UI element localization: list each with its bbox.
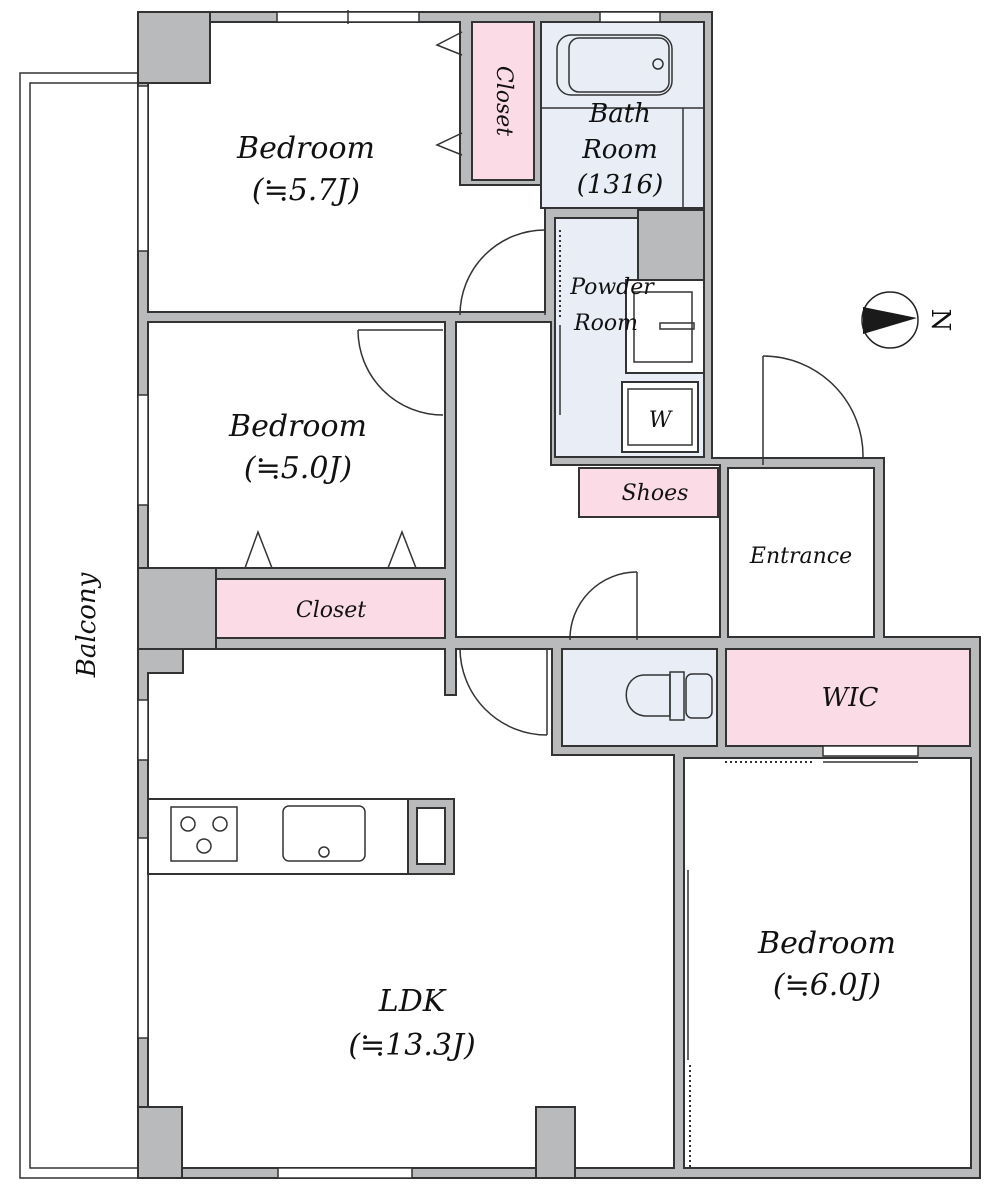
closet-1-doors[interactable] xyxy=(435,31,463,156)
shoes-cabinet: Shoes xyxy=(578,467,719,518)
bath-label-3: (1316) xyxy=(577,170,663,200)
shoes-label: Shoes xyxy=(622,481,689,506)
entrance-label: Entrance xyxy=(749,544,852,569)
door-bedroom-1[interactable] xyxy=(459,229,546,316)
walk-in-closet: WIC xyxy=(725,648,971,747)
compass-north-label: N xyxy=(925,309,955,332)
bath-label-1: Bath xyxy=(588,99,651,129)
window-bed1 xyxy=(137,85,149,252)
ldk-size: (≒13.3J) xyxy=(348,1028,475,1063)
bedroom-2 xyxy=(147,321,446,569)
sink-icon xyxy=(282,805,366,862)
stove-icon xyxy=(170,806,238,862)
window-ldk-bottom xyxy=(277,1167,413,1179)
closet-1-label: Closet xyxy=(491,66,516,136)
wic-label: WIC xyxy=(822,683,879,713)
ldk-name: LDK xyxy=(378,984,447,1019)
window-bath xyxy=(599,11,661,23)
window-bed2 xyxy=(137,394,149,506)
bath-label-2: Room xyxy=(581,135,658,165)
toilet-icon xyxy=(625,674,671,717)
bedroom-3-room xyxy=(683,757,972,1169)
bedroom-3-size: (≒6.0J) xyxy=(773,968,881,1003)
bedroom-1-name: Bedroom xyxy=(236,131,375,166)
north-compass-icon: N xyxy=(861,291,955,349)
closet-2-label: Closet xyxy=(296,598,366,623)
washer-space: W xyxy=(621,381,699,453)
door-entrance[interactable] xyxy=(762,355,864,465)
window-ldk-2 xyxy=(137,837,149,1039)
entrance-room xyxy=(727,467,875,638)
washer-label: W xyxy=(649,408,674,433)
window-ldk-1 xyxy=(137,699,149,761)
bedroom-2-size: (≒5.0J) xyxy=(244,451,352,486)
balcony: Balcony xyxy=(19,72,141,1179)
bathtub xyxy=(556,34,673,96)
door-ldk[interactable] xyxy=(459,647,548,736)
door-bedroom-2[interactable] xyxy=(357,329,444,416)
powder-label-2: Room xyxy=(573,311,638,336)
closet-2-doors[interactable] xyxy=(244,529,417,569)
toilet-room xyxy=(561,648,718,747)
closet-2: Closet xyxy=(215,578,446,639)
balcony-label: Balcony xyxy=(72,572,102,678)
closet-1: Closet xyxy=(471,21,535,181)
bath-drain xyxy=(652,58,664,70)
bedroom-3-name: Bedroom xyxy=(757,926,896,961)
window-wic xyxy=(822,745,919,757)
bedroom-2-name: Bedroom xyxy=(228,409,367,444)
door-toilet[interactable] xyxy=(569,571,638,641)
kitchen-counter xyxy=(147,798,455,875)
powder-room: Powder Room W xyxy=(554,217,705,458)
bedroom-1-size: (≒5.7J) xyxy=(252,173,360,208)
bath-room: Bath Room (1316) xyxy=(540,21,705,209)
